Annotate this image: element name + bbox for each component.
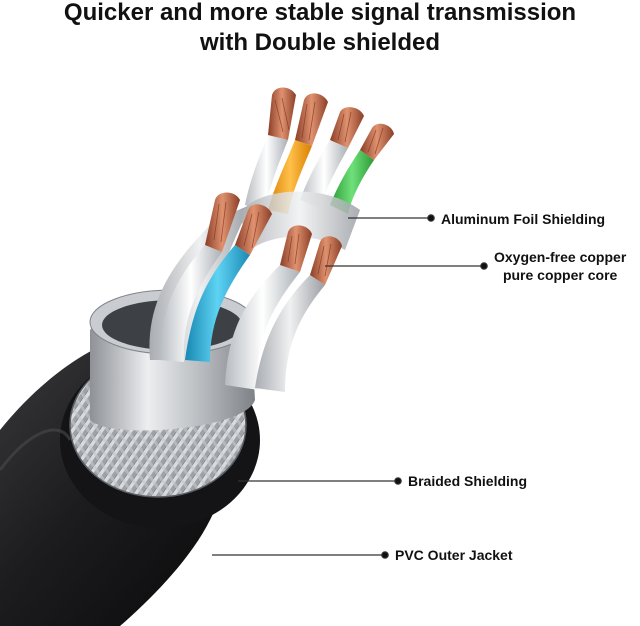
copper-leader-dot [480,262,488,270]
braid-leader-dot [394,477,402,485]
callout-leaders [212,214,488,559]
label-pvc-outer-jacket: PVC Outer Jacket [395,547,513,563]
title-line-1: Quicker and more stable signal transmiss… [63,0,577,26]
label-copper-line-1: Oxygen-free copper [494,249,627,265]
label-aluminum-foil-shielding: Aluminum Foil Shielding [441,211,606,227]
label-copper-line-2: pure copper core [502,267,618,283]
title-line-2: with Double shielded [199,29,440,56]
foil-leader-dot [427,214,435,222]
label-braided-shielding: Braided Shielding [408,473,528,489]
label-oxygen-free-copper: Oxygen-free copper pure copper core [494,248,626,284]
pvc-leader-dot [381,551,389,559]
twisted-pairs [149,135,374,392]
copper-cores [205,87,394,285]
page-title: Quicker and more stable signal transmiss… [0,0,640,58]
